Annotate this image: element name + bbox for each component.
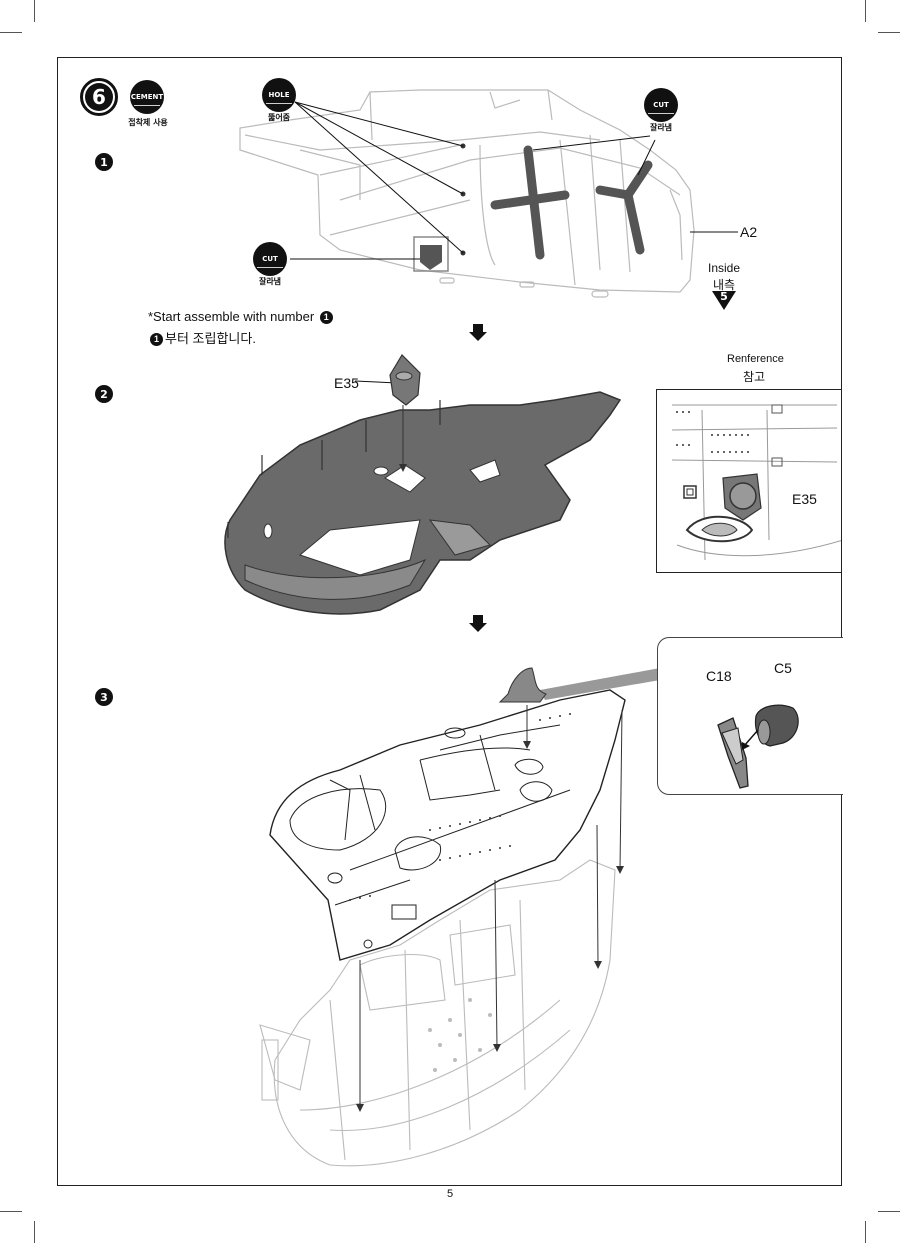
substep-3: 3: [95, 688, 113, 706]
reference-label: Renference: [727, 353, 784, 365]
crop-mark: [0, 1211, 22, 1212]
inside-ref-step: 5: [720, 290, 728, 303]
cut-kr-label: 잘라냄: [258, 277, 282, 286]
cut-icon: CUT: [253, 242, 287, 276]
antenna-parts-drawing: [717, 704, 799, 789]
hole-icon: HOLE: [262, 78, 296, 112]
start-note-number: 1: [319, 310, 333, 324]
inside-label: Inside: [708, 261, 741, 275]
step-number: 6: [85, 83, 113, 111]
part-label-c5: C5: [774, 660, 792, 676]
cut-label: CUT: [653, 101, 669, 109]
reference-detail-box: [656, 389, 842, 573]
crop-mark: [878, 1211, 900, 1212]
part-label-c18: C18: [706, 668, 732, 684]
part-label-a2: A2: [740, 224, 758, 240]
part-label-e35-reference: E35: [792, 491, 817, 507]
page-number: 5: [446, 1188, 454, 1200]
reference-kr-label: 참고: [743, 370, 766, 384]
cement-label: CEMENT: [130, 93, 164, 101]
start-note-text: *Start assemble with number: [148, 309, 315, 324]
crop-mark: [865, 1221, 866, 1243]
substep-1: 1: [95, 153, 113, 171]
cut-icon: CUT: [644, 88, 678, 122]
substep-2: 2: [95, 385, 113, 403]
cut-label: CUT: [262, 255, 278, 263]
start-note-kr-number: 1: [150, 332, 163, 346]
reference-detail-drawing: [671, 404, 841, 561]
cement-icon: CEMENT: [130, 80, 164, 114]
crop-mark: [0, 32, 22, 33]
ref-step-triangle-icon: [712, 291, 736, 310]
cut-kr-label: 잘라냄: [649, 123, 673, 132]
start-note: *Start assemble with number 1: [148, 309, 335, 324]
start-note-kr-text: 부터 조립합니다.: [165, 331, 256, 346]
hole-label: HOLE: [268, 91, 290, 99]
crop-mark: [34, 0, 35, 22]
part-label-e35: E35: [334, 375, 359, 391]
crop-mark: [865, 0, 866, 22]
page-frame: [57, 57, 842, 1186]
inside-kr-label: 내측: [713, 278, 736, 292]
step-number-badge: 6: [80, 78, 118, 116]
detail-callout-box: [657, 637, 843, 795]
crop-mark: [34, 1221, 35, 1243]
crop-mark: [878, 32, 900, 33]
hole-kr-label: 뚫어줌: [267, 113, 291, 122]
cement-kr-label: 접착제 사용: [128, 118, 168, 127]
